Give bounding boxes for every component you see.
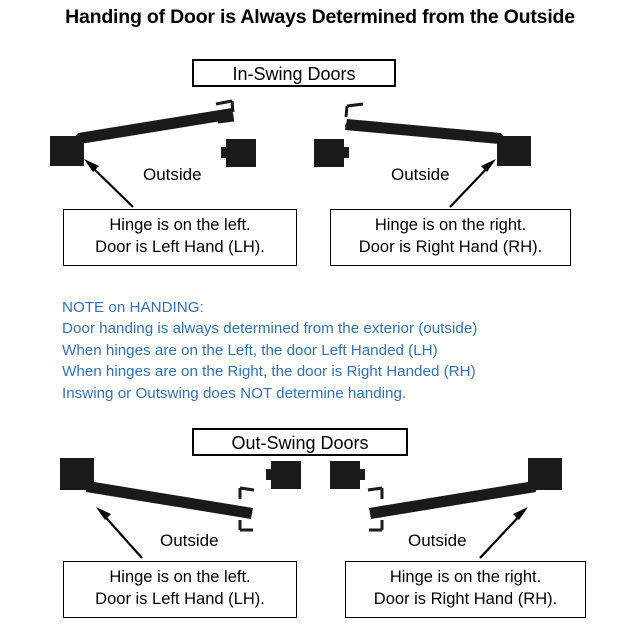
leader-arrowhead xyxy=(513,507,528,520)
callout-line-2: Door is Left Hand (LH). xyxy=(95,590,265,608)
jamb-block-center-left xyxy=(271,461,301,489)
jamb-block-center-left xyxy=(226,139,256,167)
door-panel xyxy=(369,481,536,519)
door-assembly-out-swing-left xyxy=(60,458,255,559)
hinge-pivot-dot xyxy=(528,482,538,492)
hinge-pivot-dot xyxy=(84,482,94,492)
leader-arrowhead xyxy=(84,159,99,172)
callout-in-swing-left: Hinge is on the left. Door is Left Hand … xyxy=(63,209,297,266)
callout-out-swing-left: Hinge is on the left. Door is Left Hand … xyxy=(63,561,297,618)
leader-line xyxy=(99,510,143,559)
jamb-notch-center-left xyxy=(221,147,227,158)
jamb-block-hinge-side xyxy=(50,136,84,166)
outside-label-in-swing-left: Outside xyxy=(143,165,202,184)
section-header-in-swing: In-Swing Doors xyxy=(192,59,396,87)
callout-line-2: Door is Left Hand (LH). xyxy=(95,238,265,256)
leader-line xyxy=(87,162,134,208)
door-handle-icon xyxy=(215,99,235,113)
hinge-pivot-dot xyxy=(494,133,504,143)
door-handle-icon xyxy=(367,486,384,499)
callout-line-1: Hinge is on the right. xyxy=(374,216,527,234)
center-jamb-blocks-in-swing xyxy=(221,139,349,167)
jamb-notch-center-left xyxy=(266,469,272,480)
jamb-block-center-right xyxy=(330,461,360,489)
center-jamb-blocks-out-swing xyxy=(266,461,365,489)
leader-line xyxy=(449,162,493,208)
outside-label-in-swing-right: Outside xyxy=(391,165,450,184)
door-panel xyxy=(86,481,253,519)
jamb-block-hinge-side xyxy=(497,136,531,166)
callout-line-1: Hinge is on the right. xyxy=(389,568,542,586)
page-title: Handing of Door is Always Determined fro… xyxy=(65,6,575,28)
leader-line xyxy=(479,510,525,559)
callout-line-2: Door is Right Hand (RH). xyxy=(373,590,558,608)
handing-note-block: NOTE on HANDING: Door handing is always … xyxy=(62,297,582,404)
callout-in-swing-right: Hinge is on the right. Door is Right Han… xyxy=(330,209,571,266)
door-latch-icon xyxy=(344,123,362,128)
section-header-out-swing: Out-Swing Doors xyxy=(192,428,408,456)
leader-arrowhead xyxy=(481,159,496,172)
note-line-1: Door handing is always determined from t… xyxy=(62,320,478,338)
door-assembly-in-swing-right xyxy=(344,102,531,208)
callout-out-swing-right: Hinge is on the right. Door is Right Han… xyxy=(345,561,586,618)
door-latch-icon xyxy=(369,520,384,532)
jamb-notch-center-right xyxy=(359,469,365,480)
door-panel xyxy=(78,108,234,144)
door-panel xyxy=(345,119,501,144)
jamb-block-hinge-side xyxy=(60,458,94,490)
jamb-block-center-right xyxy=(314,139,344,167)
jamb-notch-center-right xyxy=(343,147,349,158)
callout-line-2: Door is Right Hand (RH). xyxy=(358,238,543,256)
note-heading: NOTE on HANDING: xyxy=(62,299,204,316)
leader-arrowhead xyxy=(96,507,111,520)
door-handle-icon xyxy=(344,102,364,118)
door-latch-icon xyxy=(238,520,253,532)
door-latch-icon xyxy=(217,118,235,124)
outside-label-out-swing-right: Outside xyxy=(408,531,467,550)
door-handle-icon xyxy=(238,486,255,499)
outside-label-out-swing-left: Outside xyxy=(160,531,219,550)
note-line-2: When hinges are on the Left, the door Le… xyxy=(62,341,438,359)
hinge-pivot-dot xyxy=(75,133,85,143)
note-line-4: Inswing or Outswing does NOT determine h… xyxy=(62,384,407,402)
callout-line-1: Hinge is on the left. xyxy=(109,568,251,586)
door-assembly-in-swing-left xyxy=(50,99,235,208)
callout-line-1: Hinge is on the left. xyxy=(109,216,251,234)
note-line-3: When hinges are on the Right, the door i… xyxy=(62,363,476,381)
jamb-block-hinge-side xyxy=(528,458,562,490)
